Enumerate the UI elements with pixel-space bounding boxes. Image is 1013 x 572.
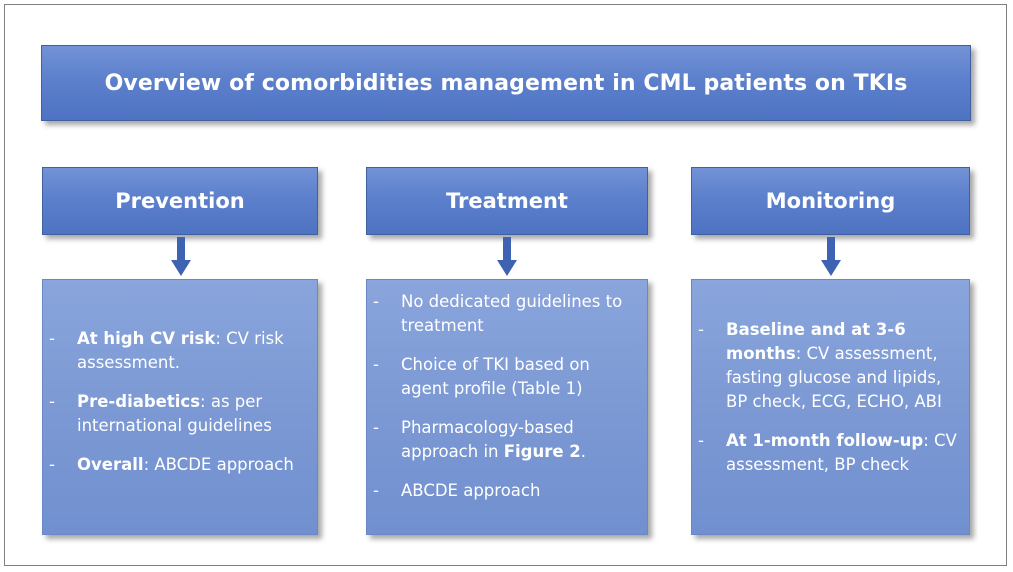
list-item: - At high CV risk: CV risk assessment. [43,327,317,375]
item-bold: Pre-diabetics [77,392,201,411]
bullet-dash: - [698,431,704,450]
item-text: : as per international guidelines [77,392,272,435]
header-treatment: Treatment [366,167,648,235]
content-prevention: - At high CV risk: CV risk assessment. - P… [42,279,318,535]
bullet-dash: - [698,320,704,339]
list-item: - No dedicated guidelines to treatment [367,290,647,338]
list-item: - Pharmacology-based approach in Figure 2… [367,416,647,464]
item-bold: At high CV risk [77,329,216,348]
bullet-dash: - [373,418,379,437]
bullet-dash: - [49,455,55,474]
header-monitoring: Monitoring [691,167,970,235]
down-arrow-icon [821,237,841,277]
list-item: - Baseline and at 3-6 months: CV assessme… [692,318,969,414]
item-bold: At 1-month follow-up [726,431,924,450]
item-bold: Baseline and at 3-6 months [726,320,906,363]
prevention-list: - At high CV risk: CV risk assessment. - P… [43,327,317,492]
header-label: Treatment [446,189,568,213]
header-prevention: Prevention [42,167,318,235]
bullet-dash: - [373,292,379,311]
list-item: - Pre-diabetics: as per international gui… [43,390,317,438]
header-label: Prevention [115,189,245,213]
item-text: Choice of TKI based on agent profile (Ta… [401,355,590,398]
treatment-list: - No dedicated guidelines to treatment - C… [367,290,647,518]
item-text-after: . [580,442,587,461]
list-item: - Choice of TKI based on agent profile (T… [367,353,647,401]
bullet-dash: - [373,355,379,374]
monitoring-list: -Baseline and at 3-6 months: CV assessme… [692,318,969,492]
bullet-dash: - [49,329,55,348]
bullet-dash: - [373,481,379,500]
item-bold: Overall [77,455,144,474]
list-item: - ABCDE approach [367,479,647,503]
item-text: Pharmacology-based approach in [401,418,574,461]
bullet-dash: - [49,392,55,411]
content-treatment: - No dedicated guidelines to treatment - C… [366,279,648,535]
header-label: Monitoring [765,189,896,213]
title-box: Overview of comorbidities management in … [41,45,971,121]
item-bold: Figure 2 [503,442,581,461]
list-item: - At 1-month follow-up: CV assessment, BP… [692,429,969,477]
item-text: : ABCDE approach [143,455,294,474]
down-arrow-icon [497,237,517,277]
diagram-title: Overview of comorbidities management in … [104,70,908,96]
item-text: : CV assessment, BP check [726,431,957,474]
down-arrow-icon [171,237,191,277]
item-text: ABCDE approach [401,481,541,500]
item-text: No dedicated guidelines to treatment [401,292,623,335]
item-text: : CV assessment, fasting glucose and lip… [726,344,942,411]
list-item: - Overall: ABCDE approach [43,453,317,477]
item-text: : CV risk assessment. [77,329,284,372]
content-monitoring: -Baseline and at 3-6 months: CV assessme… [691,279,970,535]
